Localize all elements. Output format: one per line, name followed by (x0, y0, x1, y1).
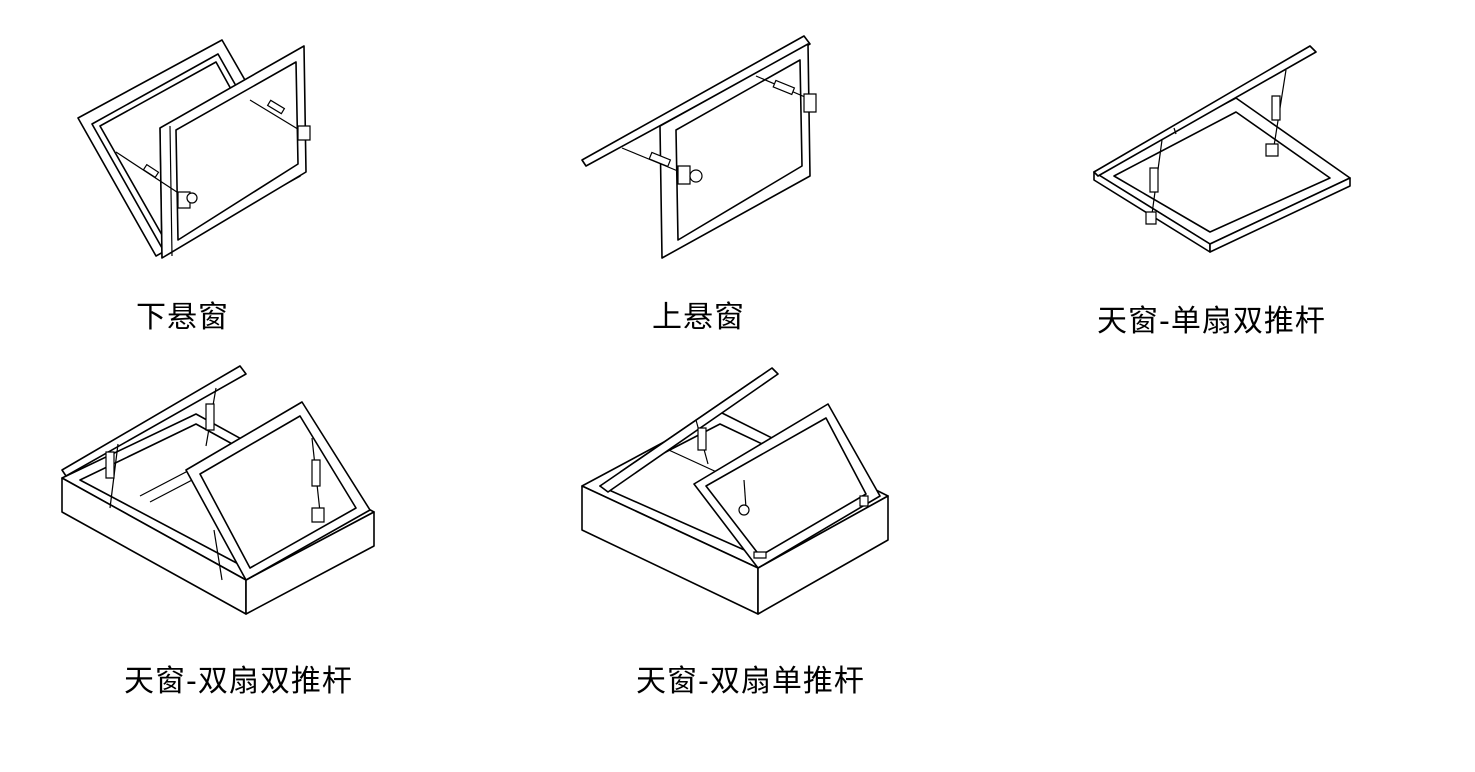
caption-skylight-double-sash-double-actuators: 天窗-双扇双推杆 (124, 664, 353, 699)
caption-skylight-double-sash-single-actuator: 天窗-双扇单推杆 (636, 664, 865, 699)
caption-bottom-hung-window: 下悬窗 (136, 300, 229, 335)
caption-skylight-single-sash-two-actuators: 天窗-单扇双推杆 (1097, 304, 1326, 339)
caption-top-hung-window: 上悬窗 (652, 300, 745, 335)
